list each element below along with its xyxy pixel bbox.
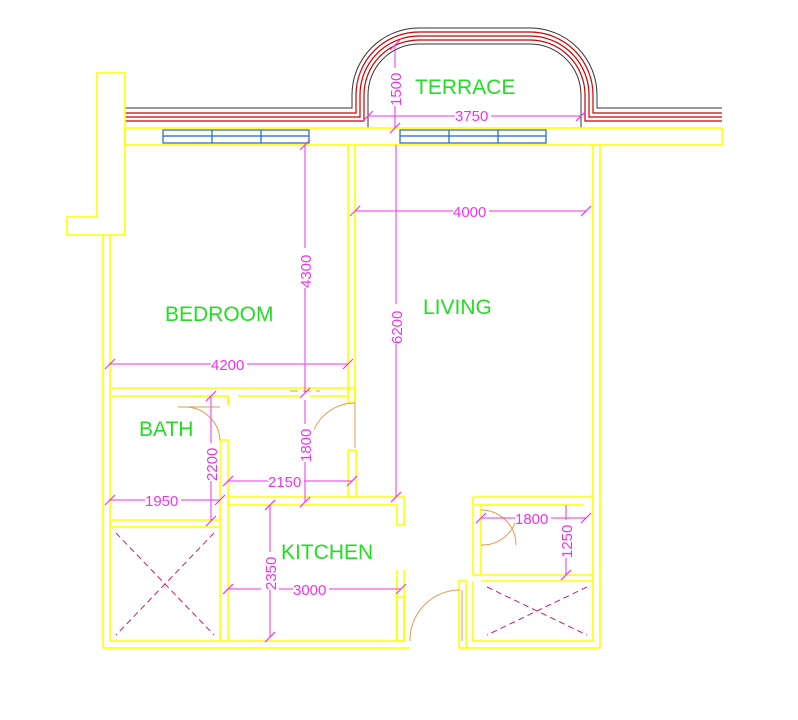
dim-kitchen-depth: 2350 (263, 557, 280, 590)
dim-terrace-depth: 1500 (388, 73, 405, 106)
dim-living-width: 4000 (453, 204, 486, 221)
dim-living-depth: 6200 (389, 311, 406, 344)
terrace-balustrade (125, 27, 722, 129)
bedroom-window (162, 129, 310, 144)
dim-terrace-width: 3750 (455, 108, 488, 125)
room-label-bedroom: BEDROOM (165, 303, 274, 326)
dim-kitchen-width: 3000 (293, 582, 326, 599)
dim-bedroom-width: 4200 (211, 357, 244, 374)
room-label-terrace: TERRACE (415, 76, 515, 99)
dim-bath-depth: 2200 (204, 448, 221, 481)
walls (66, 72, 723, 649)
room-label-kitchen: KITCHEN (281, 541, 373, 564)
dim-store-depth: 1250 (559, 525, 576, 558)
shaft-right (486, 586, 588, 636)
living-window (399, 129, 547, 144)
room-label-bath: BATH (139, 418, 193, 441)
dim-hall-depth: 1800 (298, 429, 315, 462)
shaft-left (115, 532, 215, 636)
room-label-living: LIVING (423, 296, 492, 319)
dim-bath-width: 1950 (145, 493, 178, 510)
dim-hall-width: 2150 (268, 474, 301, 491)
doors (178, 390, 517, 642)
dim-bedroom-depth: 4300 (298, 255, 315, 288)
dim-store-width: 1800 (515, 511, 548, 528)
